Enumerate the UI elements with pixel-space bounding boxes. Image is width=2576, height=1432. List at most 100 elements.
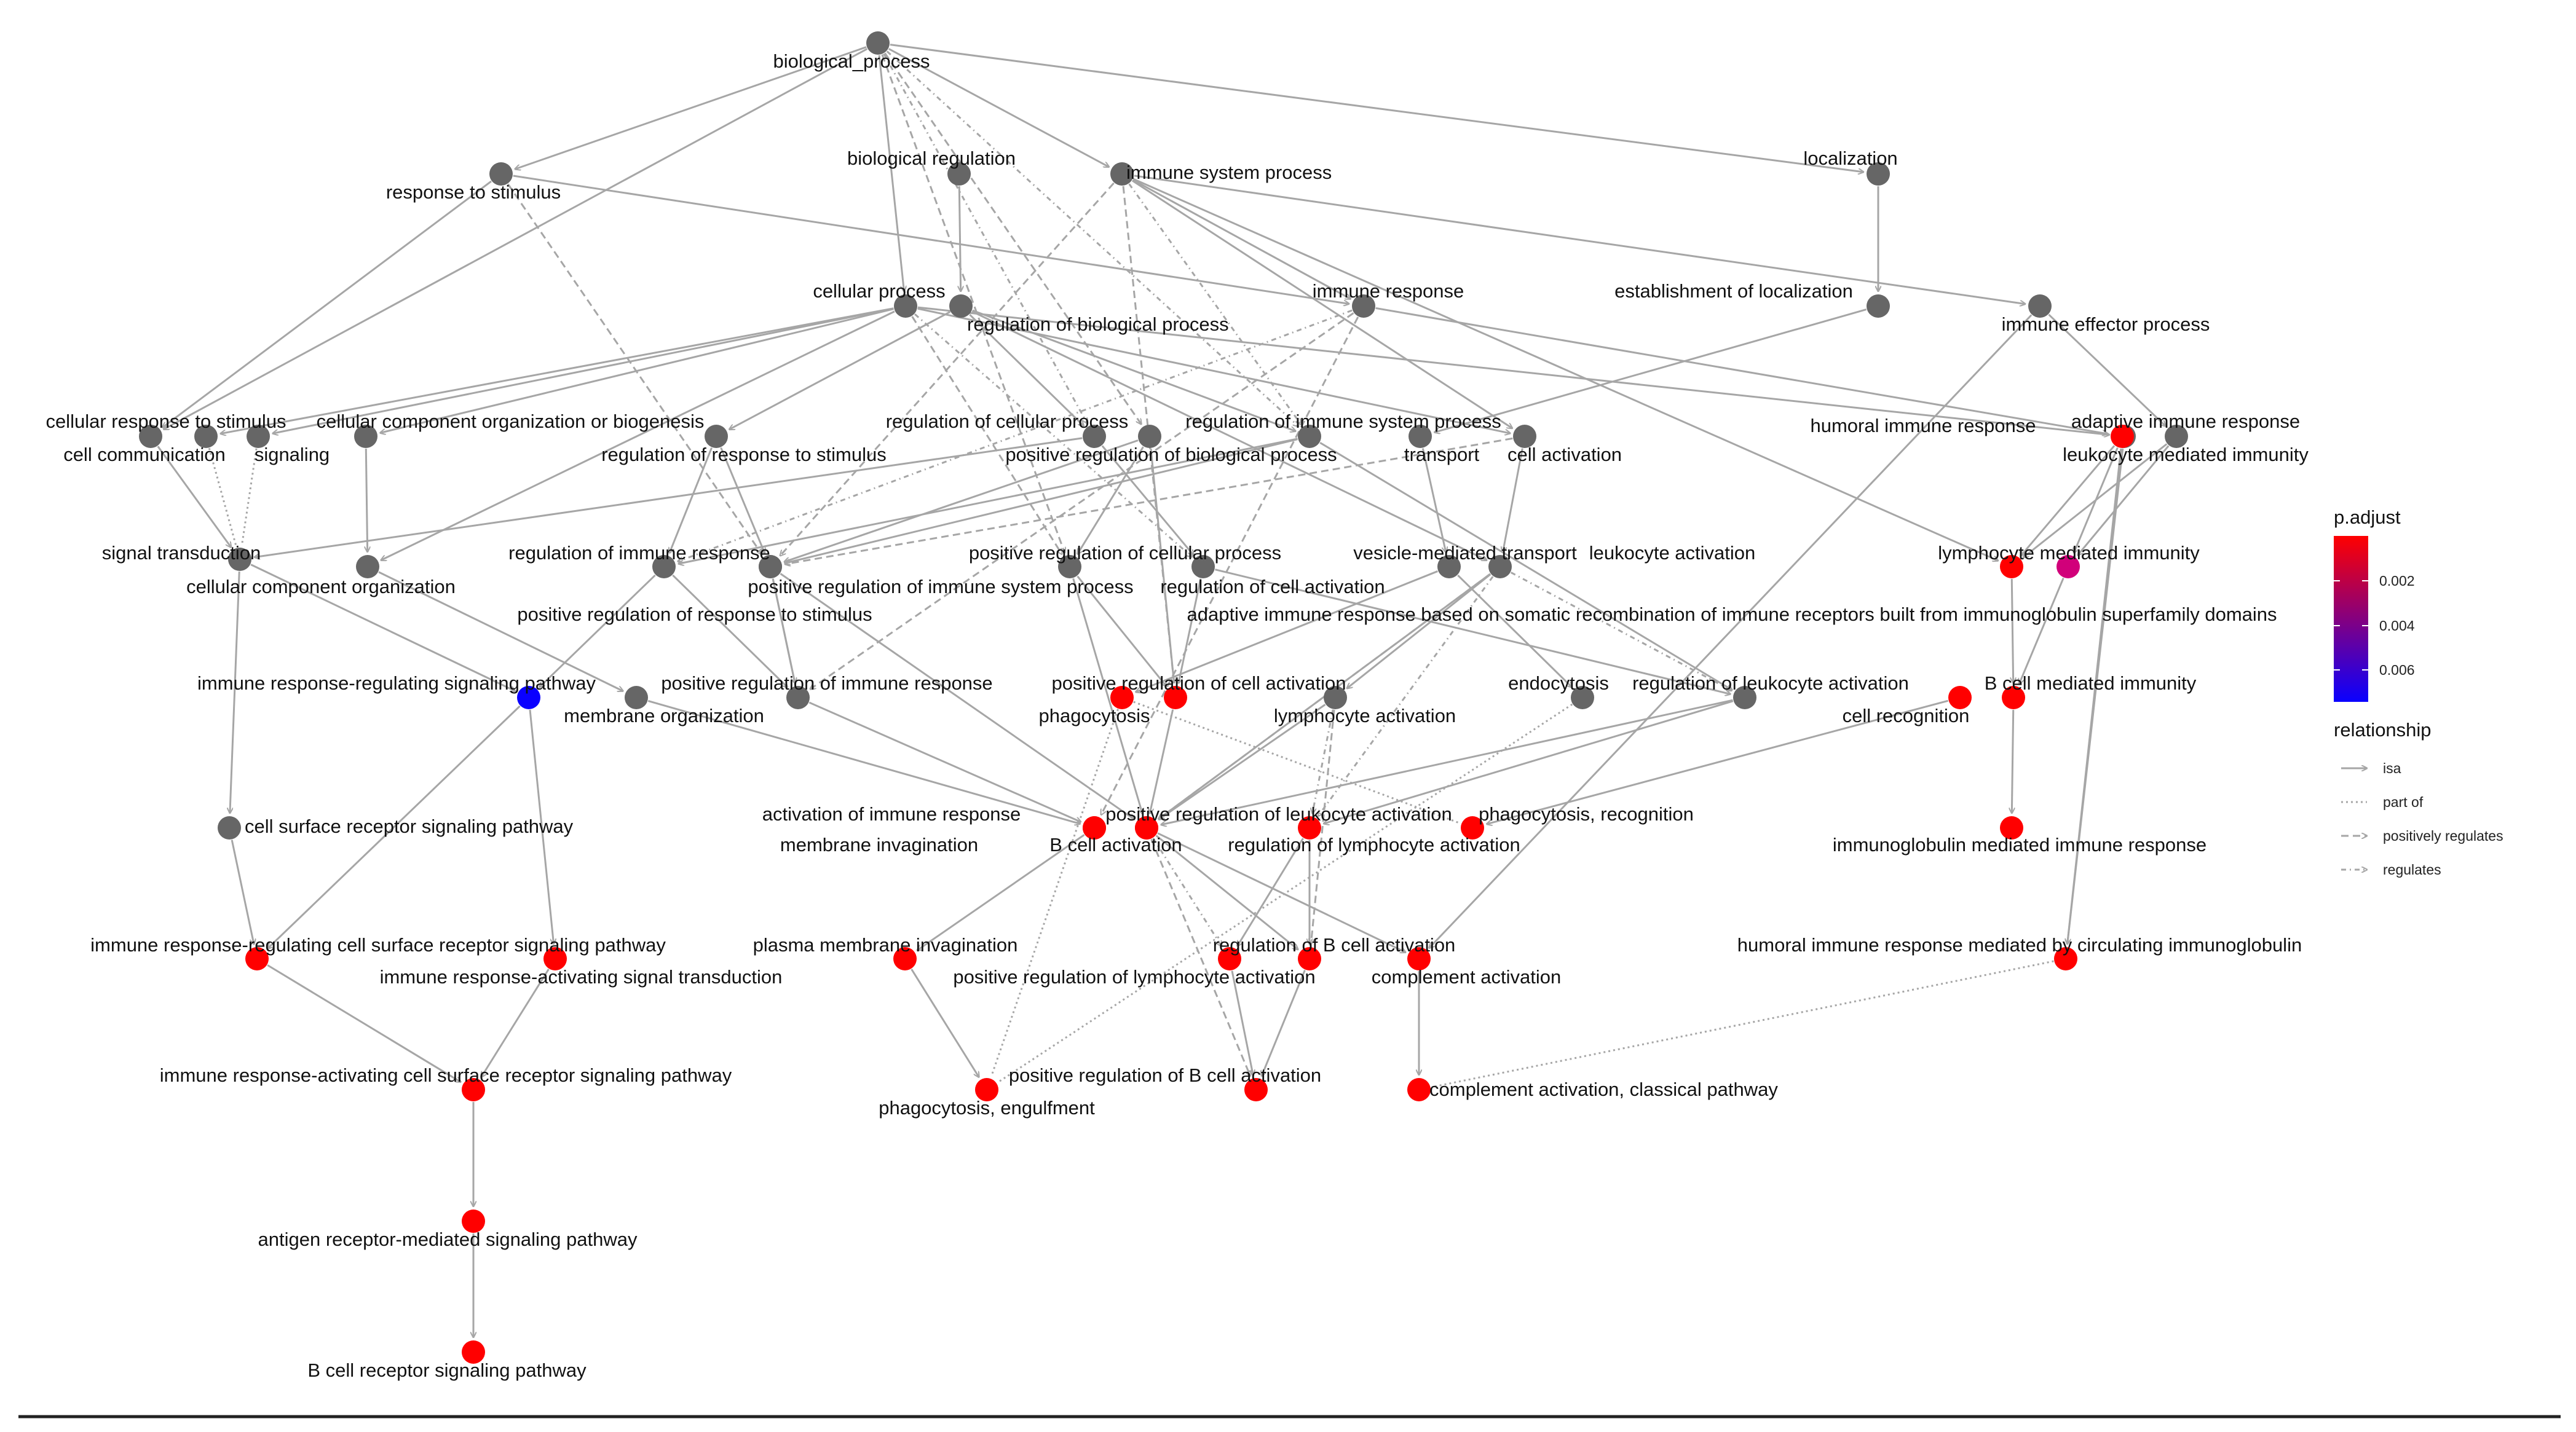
- node-label-cacp: complement activation, classical pathway: [1429, 1079, 1778, 1100]
- edge-csrsp-irrcsrsp: [231, 840, 254, 945]
- node-label-prbca: positive regulation of B cell activation: [1009, 1064, 1321, 1086]
- node-bcrsp: [462, 1340, 485, 1364]
- padjust-tick-label: 0.004: [2379, 618, 2415, 634]
- node-label-breg: biological regulation: [847, 148, 1016, 169]
- node-label-lyma: lymphocyte activation: [1274, 705, 1456, 726]
- node-label-mo: membrane organization: [564, 705, 764, 726]
- edge-vmt-endo: [1457, 574, 1572, 687]
- node-label-compa: complement activation: [1372, 966, 1561, 988]
- node-prrs: [759, 555, 782, 578]
- edge-bp-rts: [515, 46, 867, 170]
- node-compa: [1407, 947, 1431, 970]
- edge-bp-risp: [886, 50, 1298, 426]
- edge-rir-irrsp: [539, 574, 656, 687]
- node-label-prir: positive regulation of immune response: [661, 672, 992, 694]
- edge-lymi-bcmi: [2012, 578, 2013, 683]
- node-label-cp: cellular process: [813, 280, 945, 302]
- node-phag: [1110, 686, 1134, 709]
- edge-mi-pmi: [917, 834, 1085, 950]
- node-label-air: adaptive immune response: [2071, 411, 2300, 432]
- edge-bp-rcp: [883, 53, 1088, 423]
- edge-bca-compa: [1157, 832, 1405, 953]
- node-irrsp: [517, 686, 540, 709]
- nodes-layer: [139, 31, 2188, 1364]
- node-vmt: [1437, 555, 1461, 578]
- edge-risp-prisp: [784, 438, 1298, 564]
- edge-rla-prla: [1161, 699, 1733, 825]
- padjust-tick-label: 0.002: [2379, 573, 2415, 589]
- edge-rcp-rca: [1101, 445, 1194, 555]
- edge-bp-crs: [164, 48, 868, 430]
- edge-lyma-prlyma: [1311, 709, 1335, 944]
- node-label-ir: immune response: [1313, 280, 1464, 302]
- node-label-rir: regulation of immune response: [508, 542, 770, 564]
- node-lyma: [1324, 686, 1347, 709]
- node-rla: [1733, 686, 1756, 709]
- edge-risp-rir: [679, 438, 1298, 564]
- padjust-legend-title: p.adjust: [2334, 506, 2401, 528]
- node-label-rcp: regulation of cellular process: [886, 411, 1129, 432]
- edge-bcmi-imir: [2012, 709, 2013, 813]
- node-label-loc: localization: [1803, 148, 1897, 169]
- node-label-isp: immune system process: [1126, 162, 1332, 183]
- edge-cp-sig: [273, 307, 894, 433]
- edge-rrs-rir: [670, 447, 713, 553]
- edge-prlyma-prbca: [1262, 969, 1306, 1076]
- node-label-eol: establishment of localization: [1614, 280, 1853, 302]
- edge-prir-aoir: [808, 701, 1081, 822]
- node-st: [228, 548, 251, 571]
- edge-irrsp-irrcsrsp: [267, 705, 521, 949]
- node-label-phaeng: phagocytosis, engulfment: [879, 1097, 1095, 1119]
- node-label-bcmi: B cell mediated immunity: [1985, 672, 2197, 694]
- node-sig: [247, 425, 270, 448]
- node-cact: [1513, 425, 1536, 448]
- edge-ir-air: [1375, 307, 2108, 434]
- edge-isp-cact: [1131, 179, 1512, 428]
- edge-lmi-airsr: [2077, 445, 2170, 555]
- relationship-label: regulates: [2383, 862, 2441, 878]
- edge-la-lyma: [1347, 573, 1491, 688]
- edge-rca-rla: [1215, 568, 1730, 694]
- edge-lyma-bca: [1159, 704, 1326, 819]
- edge-mo-mi: [647, 700, 1080, 824]
- node-irast: [543, 947, 567, 970]
- edge-rrs-prrs: [720, 447, 765, 553]
- edge-rlyma-rbca: [1238, 838, 1304, 946]
- edge-rbp-la: [971, 310, 1487, 561]
- node-lmi: [2165, 425, 2188, 448]
- node-pcp: [1058, 555, 1081, 578]
- node-label-sig: signaling: [255, 444, 330, 465]
- node-label-prlyma: positive regulation of lymphocyte activa…: [953, 966, 1315, 988]
- edge-sig-st: [241, 448, 258, 545]
- node-label-pmi: plasma membrane invagination: [753, 934, 1018, 956]
- node-label-trans: transport: [1404, 444, 1480, 465]
- edge-cp-rca: [914, 313, 1192, 557]
- edge-pcp-prla: [1072, 578, 1143, 814]
- node-cacp: [1407, 1078, 1431, 1101]
- node-la: [1488, 555, 1512, 578]
- node-bca: [1135, 816, 1158, 840]
- edge-rbp-rcp: [969, 313, 1084, 426]
- node-label-la: leukocyte activation: [1589, 542, 1756, 564]
- edge-risp-rla: [1319, 442, 1732, 690]
- node-csrsp: [218, 816, 241, 840]
- edge-phag-pharec: [1133, 701, 1460, 824]
- node-label-st: signal transduction: [102, 542, 261, 564]
- node-label-prrs: positive regulation of response to stimu…: [517, 604, 872, 625]
- node-label-airsr: adaptive immune response based on somati…: [1187, 604, 2277, 625]
- node-label-rca: regulation of cell activation: [1160, 576, 1385, 597]
- node-cco: [356, 555, 379, 578]
- node-air: [2111, 425, 2134, 448]
- node-label-cact: cell activation: [1507, 444, 1622, 465]
- edge-cp-cco: [381, 310, 895, 561]
- node-label-iracsrsp: immune response-activating cell surface …: [160, 1064, 732, 1086]
- node-rts: [489, 162, 513, 186]
- edge-lyma-rlyma: [1313, 709, 1334, 814]
- node-label-armsp: antigen receptor-mediated signaling path…: [258, 1229, 638, 1250]
- node-isp: [1110, 162, 1134, 186]
- node-ir: [1352, 294, 1375, 318]
- edge-vmt-phag: [1136, 570, 1438, 692]
- node-label-rlyma: regulation of lymphocyte activation: [1228, 834, 1520, 856]
- edge-endo-phaeng: [998, 703, 1573, 1083]
- node-crs: [139, 425, 162, 448]
